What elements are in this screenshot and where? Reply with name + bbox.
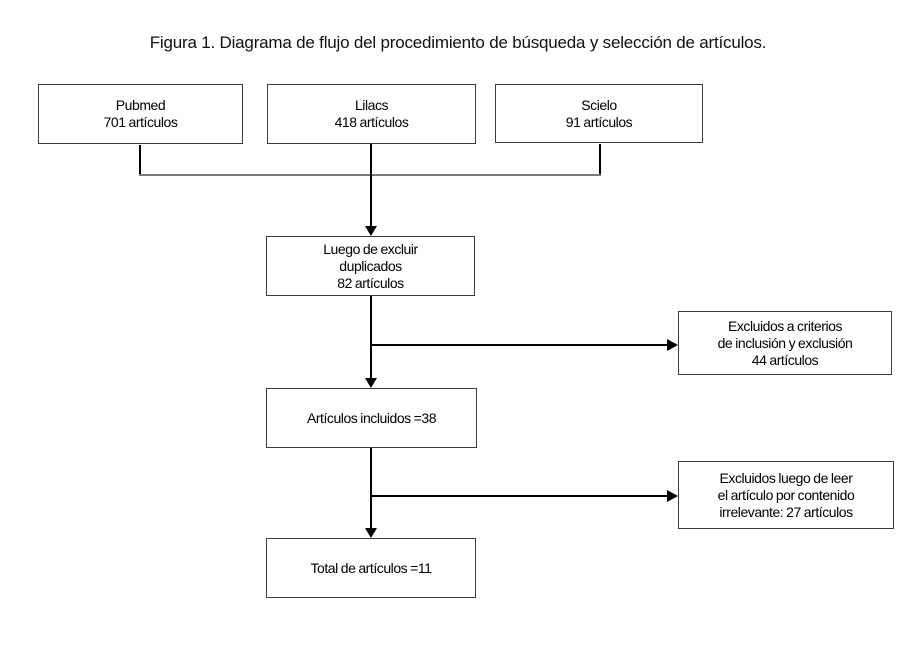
arrowhead-down-icon	[365, 528, 377, 538]
box-text-line: 91 artículos	[565, 113, 633, 130]
flow-box-included: Artículos incluidos =38	[266, 388, 477, 448]
connector-vertical-pubmed	[139, 145, 141, 176]
box-text-line: Scielo	[581, 96, 617, 113]
box-text-line: 82 artículos	[337, 274, 404, 291]
connector-vertical-to-included	[370, 296, 372, 378]
flow-box-excluded-criteria: Excluidos a criterios de inclusión y exc…	[678, 311, 892, 375]
flow-box-deduplicated: Luego de excluir duplicados 82 artículos	[266, 236, 475, 296]
box-text-line: de inclusión y exclusión	[717, 334, 853, 351]
box-text-line: 418 artículos	[334, 114, 409, 130]
box-text-line: 44 artículos	[751, 351, 819, 368]
flow-box-scielo: Scielo 91 artículos	[495, 84, 703, 143]
box-text-line: Excluidos a criterios	[727, 317, 843, 334]
arrowhead-down-icon	[365, 378, 377, 388]
box-text-line: Luego de excluir	[323, 240, 418, 257]
arrowhead-right-icon	[667, 490, 678, 502]
box-text-line: duplicados	[339, 257, 402, 274]
connector-horizontal-to-excluded-criteria	[371, 344, 667, 346]
connector-vertical-to-dedup	[370, 144, 372, 226]
box-text-line: Total de artículos =11	[310, 559, 432, 576]
flow-box-total: Total de artículos =11	[266, 538, 476, 598]
box-text-line: el artículo por contenido	[717, 486, 855, 503]
box-text-line: irrelevante: 27 artículos	[719, 503, 853, 520]
box-text-line: Artículos incluidos =38	[306, 409, 437, 426]
connector-horizontal-to-excluded-irrelevant	[371, 495, 667, 497]
box-text-line: Lilacs	[354, 97, 389, 113]
figure-title: Figura 1. Diagrama de flujo del procedim…	[149, 33, 767, 52]
box-text-line: Pubmed	[115, 97, 166, 113]
box-text-line: 701 artículos	[103, 114, 178, 130]
arrowhead-right-icon	[667, 339, 678, 351]
flow-box-lilacs: Lilacs 418 artículos	[267, 84, 476, 144]
flow-box-excluded-irrelevant: Excluidos luego de leer el artículo por …	[678, 461, 894, 529]
connector-vertical-scielo	[599, 144, 601, 176]
arrowhead-down-icon	[365, 226, 377, 236]
flow-box-pubmed: Pubmed 701 artículos	[38, 84, 243, 144]
box-text-line: Excluidos luego de leer	[719, 469, 853, 486]
connector-vertical-to-total	[370, 448, 372, 528]
